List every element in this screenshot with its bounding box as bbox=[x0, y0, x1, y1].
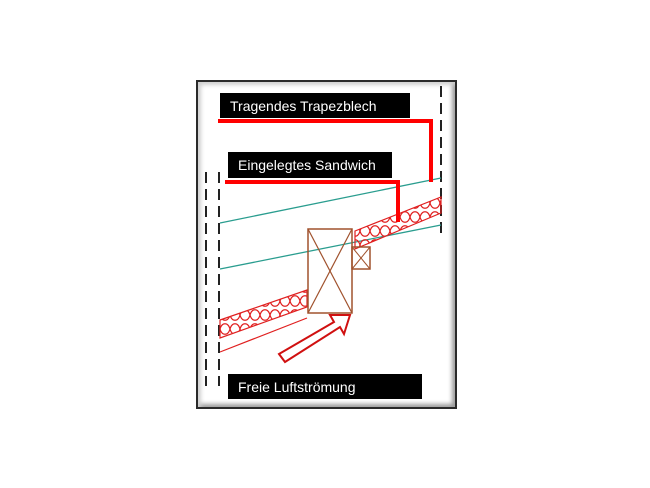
teal-line-lower bbox=[219, 224, 442, 270]
teal-line-upper bbox=[219, 177, 442, 224]
leader-line-middle bbox=[225, 180, 400, 222]
label-freie-luftstroemung: Freie Luftströmung bbox=[228, 374, 422, 399]
rafter-beam bbox=[307, 228, 353, 314]
diagram-frame bbox=[196, 80, 457, 409]
leader-line-top bbox=[218, 119, 433, 182]
label-eingelegtes-sandwich: Eingelegtes Sandwich bbox=[228, 152, 392, 178]
batten bbox=[351, 246, 371, 270]
label-tragendes-trapezblech: Tragendes Trapezblech bbox=[220, 93, 410, 118]
airflow-arrow-icon bbox=[277, 314, 352, 364]
insulation-lower bbox=[219, 289, 308, 353]
insulation-upper bbox=[354, 196, 442, 250]
